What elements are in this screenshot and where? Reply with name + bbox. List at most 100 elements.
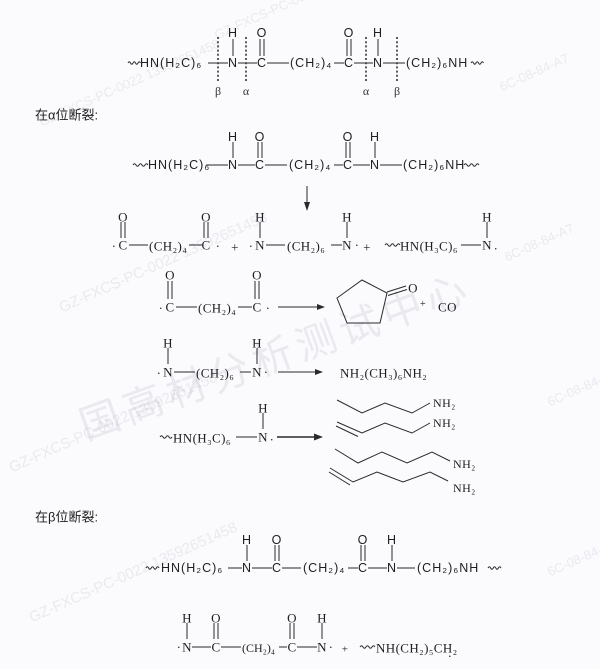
atom-n: N bbox=[482, 237, 492, 253]
atom-n: N bbox=[372, 55, 384, 70]
pentenylamine-skeleton bbox=[329, 467, 449, 483]
pentylamine-skeleton bbox=[334, 448, 451, 464]
atom-c: C bbox=[118, 237, 128, 253]
double-bond bbox=[387, 289, 408, 296]
double-bond bbox=[386, 285, 407, 293]
atom-h: H bbox=[258, 400, 268, 416]
amine-label: NH₂ bbox=[433, 396, 456, 410]
cleavage-label-alpha: α bbox=[242, 84, 250, 98]
wavy-bond-icon bbox=[470, 61, 484, 65]
down-arrow-head bbox=[304, 202, 310, 211]
amine-label: NH₂ bbox=[433, 416, 456, 430]
chain-right-group: (CH₂)₆NH bbox=[417, 560, 480, 575]
atom-c: C bbox=[165, 299, 175, 315]
radical-dot: · bbox=[111, 238, 117, 254]
atom-h: H bbox=[255, 209, 265, 225]
wavy-bond-icon bbox=[463, 163, 480, 167]
atom-h: H bbox=[163, 335, 173, 351]
atom-c: C bbox=[254, 157, 266, 172]
radical-middle-group: (CH₂)₄ bbox=[149, 238, 188, 254]
atom-c: C bbox=[271, 560, 283, 575]
chain-middle-group: (CH₂)₄ bbox=[303, 560, 346, 575]
radical-dot: · bbox=[354, 237, 360, 253]
radical-dot: · bbox=[447, 648, 453, 664]
chain-left-group: HN(H₂C)₆ bbox=[140, 55, 203, 70]
atom-h: H bbox=[372, 25, 384, 40]
chain-left-group: HN(H₂C)₆ bbox=[148, 157, 211, 172]
atom-h: H bbox=[369, 129, 381, 144]
atom-o: O bbox=[252, 267, 262, 283]
alpha-cleavage-heading: 在α位断裂: bbox=[35, 107, 99, 123]
atom-o: O bbox=[357, 532, 369, 547]
wavy-bond-icon bbox=[384, 243, 401, 247]
chain-right-group: (CH₂)₆NH bbox=[403, 157, 466, 172]
chain-left-group: HN(H₂C)₆ bbox=[161, 560, 224, 575]
atom-o: O bbox=[254, 129, 266, 144]
wavy-bond-icon bbox=[487, 566, 502, 570]
wavy-bond-icon bbox=[159, 435, 173, 439]
atom-h: H bbox=[342, 209, 352, 225]
chain-right-group: (CH₂)₆NH bbox=[406, 55, 469, 70]
hexanediamine-product: NH₂(CH₃)₆NH₂ bbox=[340, 365, 428, 381]
beta-cleavage-heading: 在β位断裂: bbox=[35, 509, 99, 525]
radical-dot: · bbox=[156, 365, 162, 381]
plus-sign: + bbox=[341, 643, 349, 656]
radical-dot: · bbox=[176, 639, 182, 655]
atom-h: H bbox=[227, 129, 239, 144]
atom-c: C bbox=[211, 639, 221, 655]
radical-dot: . bbox=[270, 428, 274, 444]
atom-n: N bbox=[227, 157, 239, 172]
atom-n: N bbox=[386, 560, 398, 575]
wavy-bond-icon bbox=[145, 566, 160, 570]
atom-c: C bbox=[256, 55, 268, 70]
wavy-bond-icon bbox=[127, 61, 141, 65]
atom-h: H bbox=[252, 335, 262, 351]
radical-dot: · bbox=[158, 300, 164, 316]
atom-o: O bbox=[165, 267, 175, 283]
atom-o: O bbox=[211, 610, 221, 626]
atom-n: N bbox=[258, 429, 268, 445]
atom-n: N bbox=[252, 364, 262, 380]
atom-c: C bbox=[201, 237, 211, 253]
atom-h: H bbox=[241, 532, 253, 547]
cleavage-label-beta: β bbox=[393, 84, 401, 98]
atom-h: H bbox=[227, 25, 239, 40]
wavy-bond-icon bbox=[132, 163, 149, 167]
radical-dot: · bbox=[215, 238, 221, 254]
butenylamine-skeleton bbox=[336, 421, 431, 434]
radical-dot: · bbox=[328, 639, 334, 655]
amine-label: NH₂ bbox=[453, 481, 476, 495]
cleavage-label-alpha: α bbox=[362, 84, 370, 98]
atom-h: H bbox=[386, 532, 398, 547]
double-bond bbox=[328, 471, 351, 486]
cleavage-label-beta: β bbox=[214, 84, 222, 98]
radical-dot: · bbox=[263, 364, 269, 380]
atom-n: N bbox=[163, 364, 173, 380]
radical-middle-group: (CH₂)₄ bbox=[242, 641, 276, 655]
plus-sign: + bbox=[363, 239, 371, 255]
atom-o: O bbox=[201, 209, 211, 225]
radical-middle-group: (CH₂)₆ bbox=[287, 238, 326, 254]
butylamine-skeleton bbox=[336, 399, 431, 414]
atom-c: C bbox=[252, 299, 262, 315]
atom-n: N bbox=[255, 237, 265, 253]
chain-end-group: HN(H₃C)₆ bbox=[400, 238, 458, 254]
chain-middle-group: (CH₂)₄ bbox=[290, 55, 333, 70]
atom-h: H bbox=[482, 209, 492, 225]
reaction-arrow-head bbox=[314, 433, 323, 441]
atom-n: N bbox=[317, 639, 327, 655]
radical-middle-group: (CH₂)₆ bbox=[196, 365, 235, 381]
atom-o: O bbox=[118, 209, 128, 225]
atom-c: C bbox=[287, 639, 297, 655]
atom-o: O bbox=[287, 610, 297, 626]
atom-c: C bbox=[342, 157, 354, 172]
cyclopentanone-ring bbox=[336, 279, 388, 324]
atom-n: N bbox=[227, 55, 239, 70]
plus-sign: + bbox=[419, 299, 427, 310]
atom-c: C bbox=[343, 55, 355, 70]
alkyl-radical-group: NH(CH₂)₅CH₂ bbox=[376, 640, 458, 656]
ketone-oxygen: O bbox=[408, 280, 418, 296]
atom-n: N bbox=[369, 157, 381, 172]
atom-o: O bbox=[342, 129, 354, 144]
